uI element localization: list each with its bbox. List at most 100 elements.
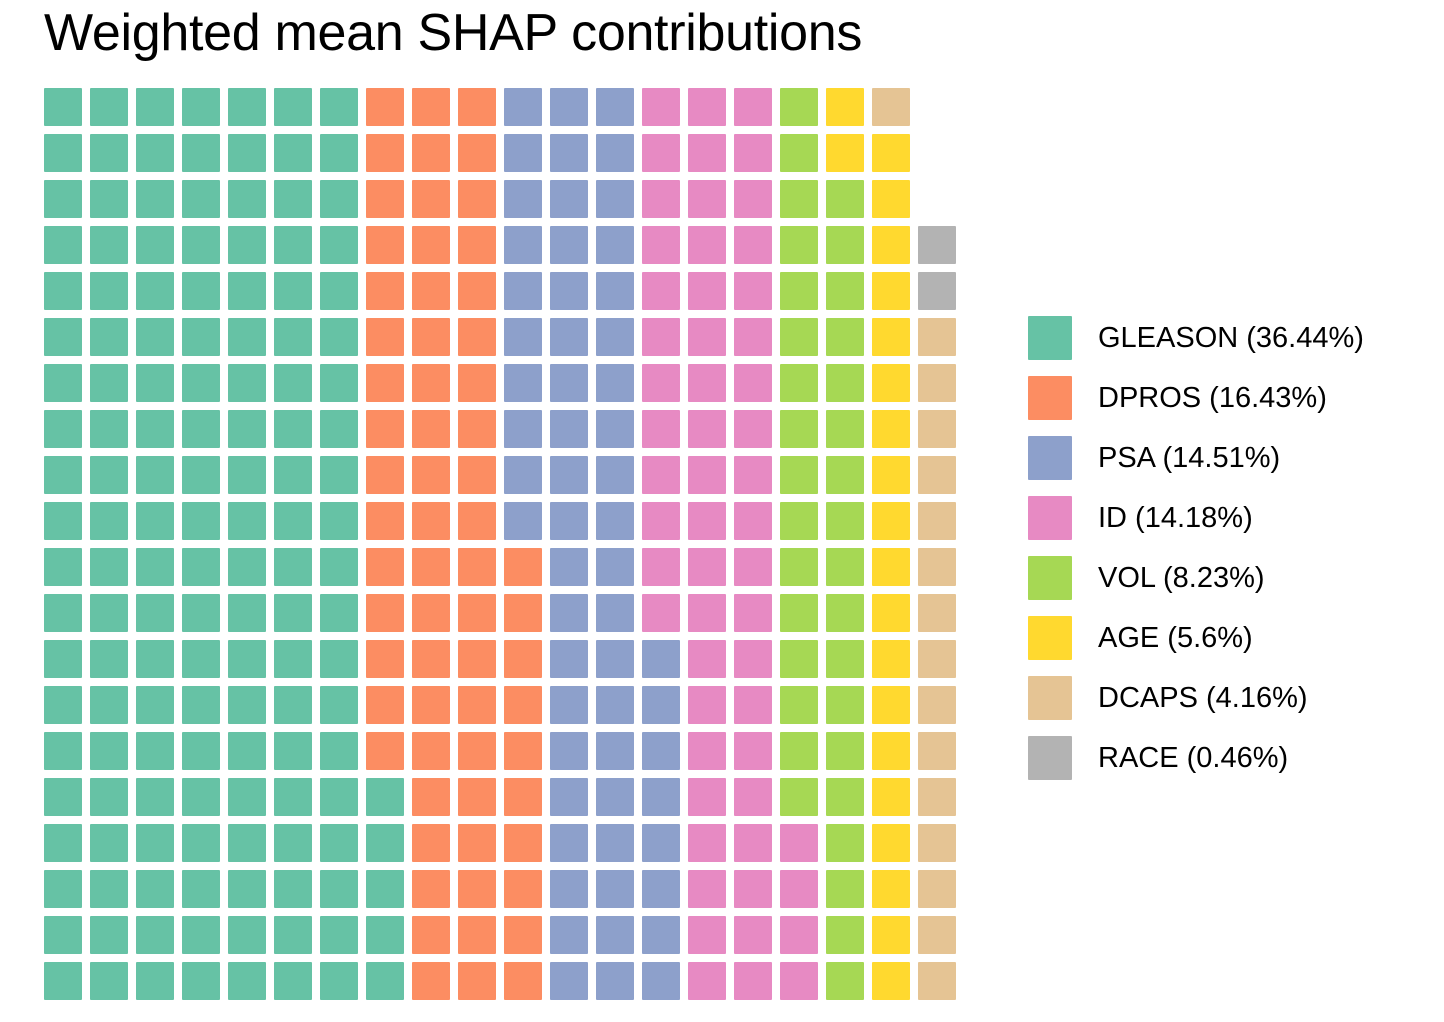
waffle-cell-id (642, 548, 680, 586)
legend-item-psa[interactable]: PSA (14.51%) (1028, 428, 1428, 488)
waffle-cell-dpros (458, 640, 496, 678)
waffle-cell-gleason (274, 134, 312, 172)
waffle-cell-gleason (274, 870, 312, 908)
waffle-cell-dpros (458, 594, 496, 632)
waffle-cell-gleason (44, 962, 82, 1000)
waffle-cell-dcaps (918, 870, 956, 908)
legend-item-age[interactable]: AGE (5.6%) (1028, 608, 1428, 668)
waffle-cell-id (734, 870, 772, 908)
waffle-cell-psa (504, 88, 542, 126)
waffle-cell-psa (504, 226, 542, 264)
waffle-cell-gleason (320, 732, 358, 770)
waffle-cell-age (872, 272, 910, 310)
legend-swatch-age (1028, 616, 1072, 660)
waffle-cell-gleason (136, 318, 174, 356)
waffle-cell-id (734, 134, 772, 172)
waffle-cell-psa (504, 134, 542, 172)
waffle-cell-vol (826, 364, 864, 402)
waffle-cell-gleason (136, 686, 174, 724)
waffle-cell-gleason (320, 962, 358, 1000)
waffle-cell-gleason (90, 548, 128, 586)
waffle-cell-id (642, 134, 680, 172)
waffle-cell-gleason (320, 594, 358, 632)
waffle-cell-age (872, 824, 910, 862)
waffle-cell-psa (596, 226, 634, 264)
waffle-cell-vol (826, 870, 864, 908)
waffle-cell-gleason (136, 594, 174, 632)
waffle-cell-gleason (44, 778, 82, 816)
waffle-cell-vol (780, 226, 818, 264)
waffle-cell-gleason (274, 824, 312, 862)
waffle-cell-gleason (90, 502, 128, 540)
waffle-cell-gleason (90, 686, 128, 724)
waffle-cell-gleason (182, 318, 220, 356)
waffle-cell-dcaps (918, 318, 956, 356)
waffle-cell-dcaps (918, 410, 956, 448)
waffle-cell-id (688, 410, 726, 448)
waffle-cell-psa (504, 318, 542, 356)
waffle-cell-dpros (504, 640, 542, 678)
legend-item-race[interactable]: RACE (0.46%) (1028, 728, 1428, 788)
waffle-cell-dpros (458, 410, 496, 448)
waffle-cell-psa (550, 134, 588, 172)
waffle-cell-dpros (504, 548, 542, 586)
waffle-cell-vol (780, 686, 818, 724)
waffle-cell-gleason (228, 226, 266, 264)
waffle-cell-vol (780, 778, 818, 816)
waffle-cell-gleason (136, 410, 174, 448)
waffle-cell-id (780, 870, 818, 908)
legend-item-gleason[interactable]: GLEASON (36.44%) (1028, 308, 1428, 368)
waffle-cell-psa (550, 962, 588, 1000)
waffle-cell-psa (596, 732, 634, 770)
waffle-cell-dpros (366, 318, 404, 356)
waffle-cell-vol (780, 88, 818, 126)
waffle-cell-vol (780, 134, 818, 172)
waffle-cell-psa (550, 364, 588, 402)
waffle-cell-age (872, 640, 910, 678)
waffle-cell-vol (826, 548, 864, 586)
waffle-cell-psa (550, 870, 588, 908)
waffle-row (44, 502, 974, 548)
waffle-cell-dpros (412, 502, 450, 540)
waffle-cell-id (734, 410, 772, 448)
waffle-cell-id (734, 824, 772, 862)
waffle-cell-gleason (90, 226, 128, 264)
chart-legend: GLEASON (36.44%)DPROS (16.43%)PSA (14.51… (1028, 308, 1428, 788)
waffle-cell-psa (550, 824, 588, 862)
legend-swatch-psa (1028, 436, 1072, 480)
waffle-cell-id (688, 502, 726, 540)
legend-item-dpros[interactable]: DPROS (16.43%) (1028, 368, 1428, 428)
legend-item-vol[interactable]: VOL (8.23%) (1028, 548, 1428, 608)
waffle-cell-psa (550, 686, 588, 724)
waffle-cell-dpros (366, 88, 404, 126)
waffle-cell-dpros (504, 824, 542, 862)
waffle-cell-gleason (366, 824, 404, 862)
waffle-cell-gleason (136, 456, 174, 494)
waffle-cell-id (642, 180, 680, 218)
waffle-row (44, 594, 974, 640)
waffle-cell-gleason (136, 364, 174, 402)
waffle-cell-psa (550, 594, 588, 632)
waffle-cell-dpros (366, 640, 404, 678)
waffle-cell-dpros (458, 962, 496, 1000)
waffle-cell-gleason (320, 272, 358, 310)
waffle-cell-id (642, 226, 680, 264)
waffle-row (44, 456, 974, 502)
waffle-cell-gleason (136, 824, 174, 862)
waffle-cell-age (872, 226, 910, 264)
waffle-cell-psa (596, 180, 634, 218)
waffle-row (44, 778, 974, 824)
waffle-cell-gleason (274, 502, 312, 540)
waffle-cell-gleason (320, 548, 358, 586)
waffle-cell-id (688, 916, 726, 954)
waffle-cell-dpros (458, 226, 496, 264)
waffle-cell-gleason (136, 548, 174, 586)
waffle-cell-gleason (274, 272, 312, 310)
waffle-cell-gleason (228, 548, 266, 586)
waffle-cell-id (642, 364, 680, 402)
legend-item-id[interactable]: ID (14.18%) (1028, 488, 1428, 548)
legend-item-dcaps[interactable]: DCAPS (4.16%) (1028, 668, 1428, 728)
waffle-cell-gleason (136, 640, 174, 678)
waffle-cell-id (734, 502, 772, 540)
waffle-cell-dcaps (918, 502, 956, 540)
